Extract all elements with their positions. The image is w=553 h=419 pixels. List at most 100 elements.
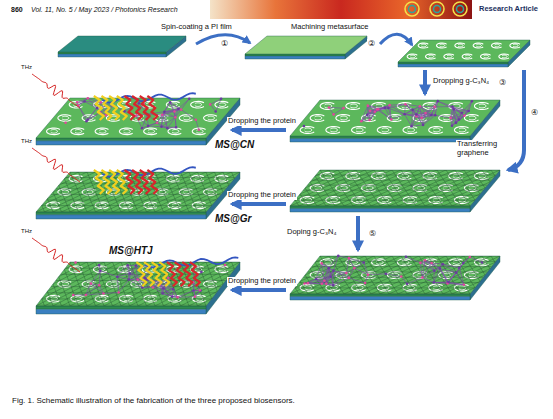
lattice-line	[443, 256, 527, 294]
molecule-atom	[467, 110, 470, 113]
split-ring	[326, 127, 340, 134]
lattice-line	[452, 170, 536, 206]
molecule-atom	[422, 124, 425, 127]
plates	[0, 36, 553, 314]
molecule-atom	[368, 119, 371, 122]
lattice-line	[147, 262, 232, 306]
molecule-bond	[368, 273, 386, 275]
split-ring	[208, 116, 215, 120]
protein-ribbon	[132, 170, 142, 194]
molecule-bond	[448, 282, 464, 285]
split-ring	[111, 282, 118, 286]
lattice-line	[443, 170, 527, 206]
molecule-bond	[370, 110, 377, 120]
lattice-line	[281, 256, 365, 294]
molecule-bond	[440, 269, 456, 273]
article-type: Research Article	[478, 5, 539, 14]
step-label: Transferring graphene	[456, 140, 514, 157]
lattice-line	[0, 172, 11, 212]
lattice-line	[368, 262, 385, 306]
protein-ribbon	[124, 170, 134, 194]
lattice-line	[51, 194, 221, 195]
molecule-atom	[347, 277, 350, 280]
split-ring	[144, 295, 157, 302]
molecule-bond	[100, 271, 117, 277]
step-number: ③	[498, 78, 507, 87]
lattice-line	[236, 170, 320, 206]
molecule-atom	[176, 296, 179, 299]
lattice-line	[245, 256, 329, 294]
split-ring	[476, 44, 481, 47]
molecule-atom	[321, 282, 324, 285]
molecule-bond	[448, 273, 456, 282]
step-arrow	[423, 70, 427, 94]
molecule-bond	[405, 104, 416, 116]
molecule-bond	[86, 285, 99, 295]
lattice-line	[312, 180, 492, 181]
lattice-line	[0, 172, 70, 212]
molecule-atom	[152, 286, 155, 289]
molecule-atom	[462, 262, 465, 265]
lattice-line	[545, 170, 553, 206]
molecule-bond	[181, 110, 196, 120]
molecule-bond	[462, 101, 472, 113]
molecule-bond	[104, 292, 119, 294]
split-ring	[184, 116, 191, 120]
protein-ribbon	[101, 96, 111, 120]
molecule-atom	[420, 117, 423, 120]
lattice-line	[542, 256, 553, 294]
molecule-atom	[163, 110, 166, 113]
molecule-atom	[209, 103, 212, 106]
split-ring	[465, 55, 470, 58]
molecule-atom	[328, 106, 331, 109]
molecule-atom	[404, 103, 407, 106]
molecule-bond	[434, 282, 448, 283]
lattice-line	[326, 256, 410, 294]
molecule-atom	[173, 110, 176, 113]
molecule-bond	[385, 108, 391, 120]
split-ring	[455, 43, 465, 48]
lattice-line	[527, 170, 551, 206]
page-number: 860	[10, 6, 24, 14]
plate-face	[36, 98, 240, 138]
sensor-name: MS@Gr	[214, 213, 252, 225]
molecule-bond	[334, 108, 344, 114]
split-ring	[51, 130, 58, 134]
molecule-bond	[426, 107, 435, 113]
protein-ribbon	[140, 170, 150, 194]
molecule-atom	[419, 262, 422, 265]
plate-face	[36, 306, 206, 309]
lattice-line	[500, 170, 524, 206]
g-c3n4-sheet	[303, 100, 474, 128]
split-ring	[305, 128, 312, 132]
molecule-bond	[170, 102, 181, 109]
thz-label: THz	[20, 64, 33, 71]
molecule-bond	[86, 108, 97, 121]
molecule-atom	[405, 255, 408, 258]
split-ring	[499, 54, 509, 59]
molecule-bond	[420, 263, 422, 278]
molecule-bond	[454, 109, 469, 111]
split-ring	[458, 44, 463, 47]
molecule-atom	[463, 284, 466, 287]
molecule-bond	[377, 110, 391, 120]
molecule-atom	[411, 108, 414, 111]
lattice-line	[542, 170, 553, 206]
molecule-atom	[166, 127, 169, 130]
protein-ribbon	[124, 96, 134, 120]
lattice-line	[0, 262, 2, 306]
split-ring	[71, 295, 84, 302]
molecule-atom	[410, 125, 413, 128]
molecule-atom	[403, 113, 406, 116]
lattice-line	[524, 170, 553, 206]
molecule-atom	[98, 284, 101, 287]
molecule-bond	[422, 278, 433, 283]
molecule-bond	[117, 277, 129, 280]
molecule-atom	[430, 262, 433, 265]
lattice-line	[60, 274, 230, 275]
lattice-line	[299, 256, 383, 294]
lattice-line	[470, 256, 553, 294]
molecule-bond	[459, 257, 469, 268]
molecule-bond	[167, 117, 175, 128]
step-number: ④	[530, 108, 539, 117]
